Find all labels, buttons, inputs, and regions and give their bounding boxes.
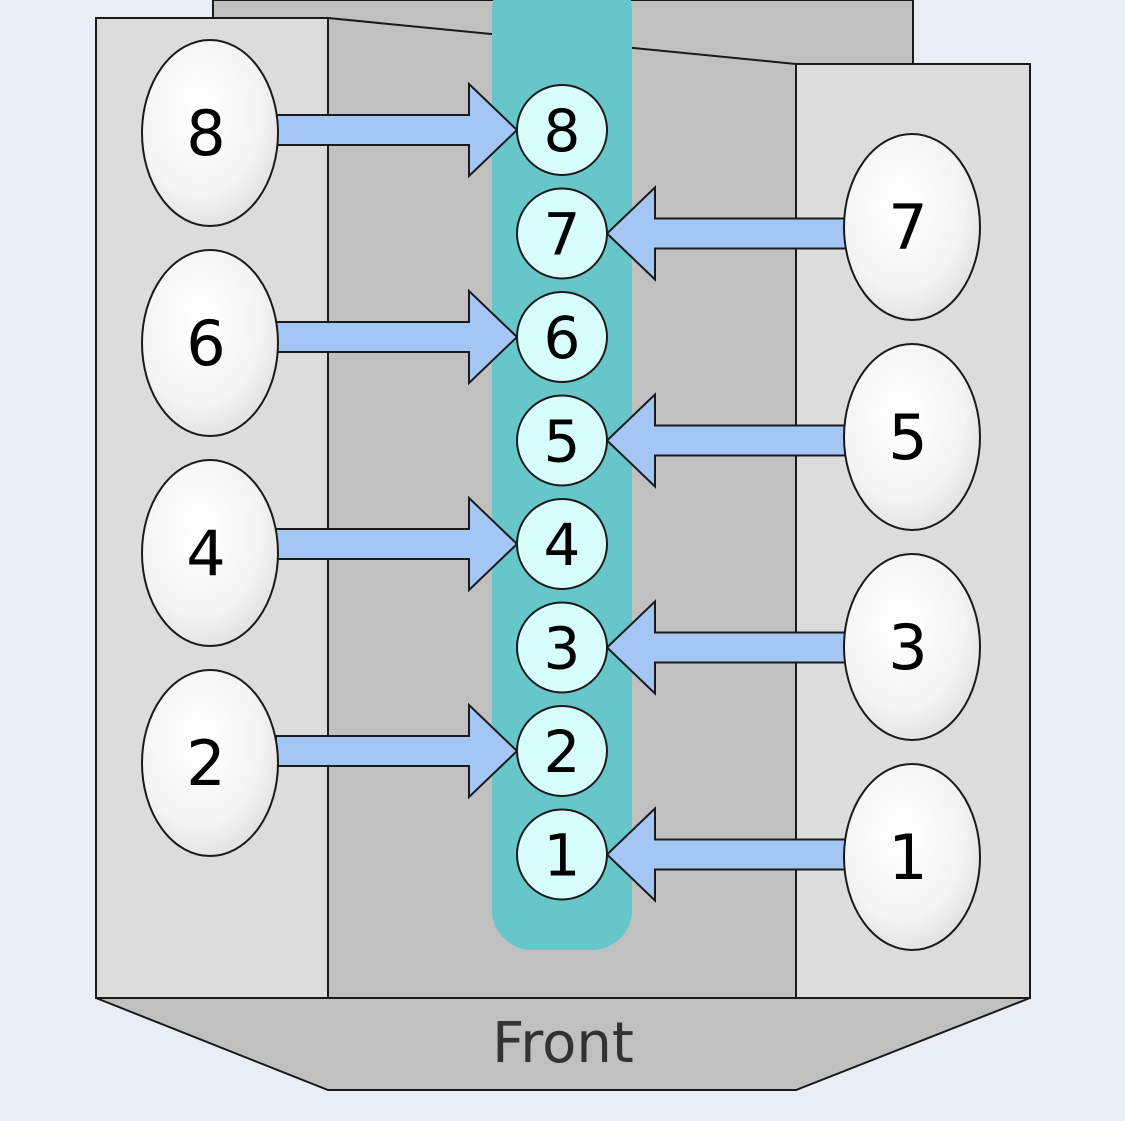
left-cylinder-2: 2 <box>141 669 279 857</box>
crank-node-circle <box>516 705 608 797</box>
arrow-cylinder-2 <box>275 702 519 800</box>
arrow-cylinder-6 <box>275 288 519 386</box>
cylinders-layer: 8 6 4 2 7 5 3 1 <box>141 39 981 951</box>
crank-node-circle <box>516 187 608 280</box>
left-cylinder-8: 8 <box>141 39 279 227</box>
left-cylinder-4: 4 <box>141 459 279 647</box>
crank-node-circle <box>516 84 608 176</box>
right-cylinder-5: 5 <box>843 343 981 531</box>
crank-node-3: 3 <box>516 601 608 694</box>
crank-node-5: 5 <box>516 394 608 487</box>
crank-node-number: 2 <box>544 718 581 786</box>
arrow-cylinder-7 <box>605 185 847 282</box>
crank-node-number: 1 <box>544 822 581 890</box>
left-cylinder-6: 6 <box>141 249 279 437</box>
cylinder-bore <box>843 343 981 531</box>
front-cover <box>95 997 1031 1091</box>
cylinder-number: 2 <box>186 727 225 800</box>
crank-node-1: 1 <box>516 808 608 901</box>
crank-node-circle <box>516 601 608 694</box>
cylinder-number: 6 <box>186 307 225 380</box>
crank-node-number: 3 <box>544 615 581 683</box>
crank-nodes-layer: 8 7 6 5 4 3 2 1 <box>516 84 608 901</box>
cylinder-bore <box>141 249 279 437</box>
crank-node-4: 4 <box>516 498 608 590</box>
front-label: Front <box>492 1011 634 1076</box>
crank-node-number: 5 <box>544 408 581 476</box>
crank-node-circle <box>516 291 608 383</box>
crank-node-circle <box>516 808 608 901</box>
arrow-cylinder-3 <box>605 599 847 696</box>
crank-node-number: 8 <box>544 97 581 165</box>
crank-node-8: 8 <box>516 84 608 176</box>
arrow-cylinder-4 <box>275 495 519 593</box>
crank-node-number: 6 <box>544 304 581 372</box>
cylinder-bore <box>141 669 279 857</box>
cylinder-number: 7 <box>888 191 927 264</box>
cylinder-number: 4 <box>186 517 225 590</box>
crank-node-2: 2 <box>516 705 608 797</box>
cylinder-number: 1 <box>888 821 927 894</box>
arrow-cylinder-5 <box>605 392 847 489</box>
cylinder-number: 3 <box>888 611 927 684</box>
crank-node-7: 7 <box>516 187 608 280</box>
right-cylinder-7: 7 <box>843 133 981 321</box>
crank-node-number: 7 <box>544 201 581 269</box>
cylinder-bore <box>843 553 981 741</box>
cylinder-bore <box>141 39 279 227</box>
cylinder-bore <box>843 133 981 321</box>
cylinder-bore <box>843 763 981 951</box>
crank-node-circle <box>516 394 608 487</box>
right-cylinder-3: 3 <box>843 553 981 741</box>
cylinder-number: 5 <box>888 401 927 474</box>
right-cylinder-1: 1 <box>843 763 981 951</box>
crank-node-number: 4 <box>544 511 581 579</box>
cylinder-bore <box>141 459 279 647</box>
crank-node-6: 6 <box>516 291 608 383</box>
cylinder-number: 8 <box>186 97 225 170</box>
arrow-cylinder-8 <box>275 81 519 179</box>
crank-node-circle <box>516 498 608 590</box>
arrows-layer <box>275 81 847 903</box>
arrow-cylinder-1 <box>605 806 847 903</box>
